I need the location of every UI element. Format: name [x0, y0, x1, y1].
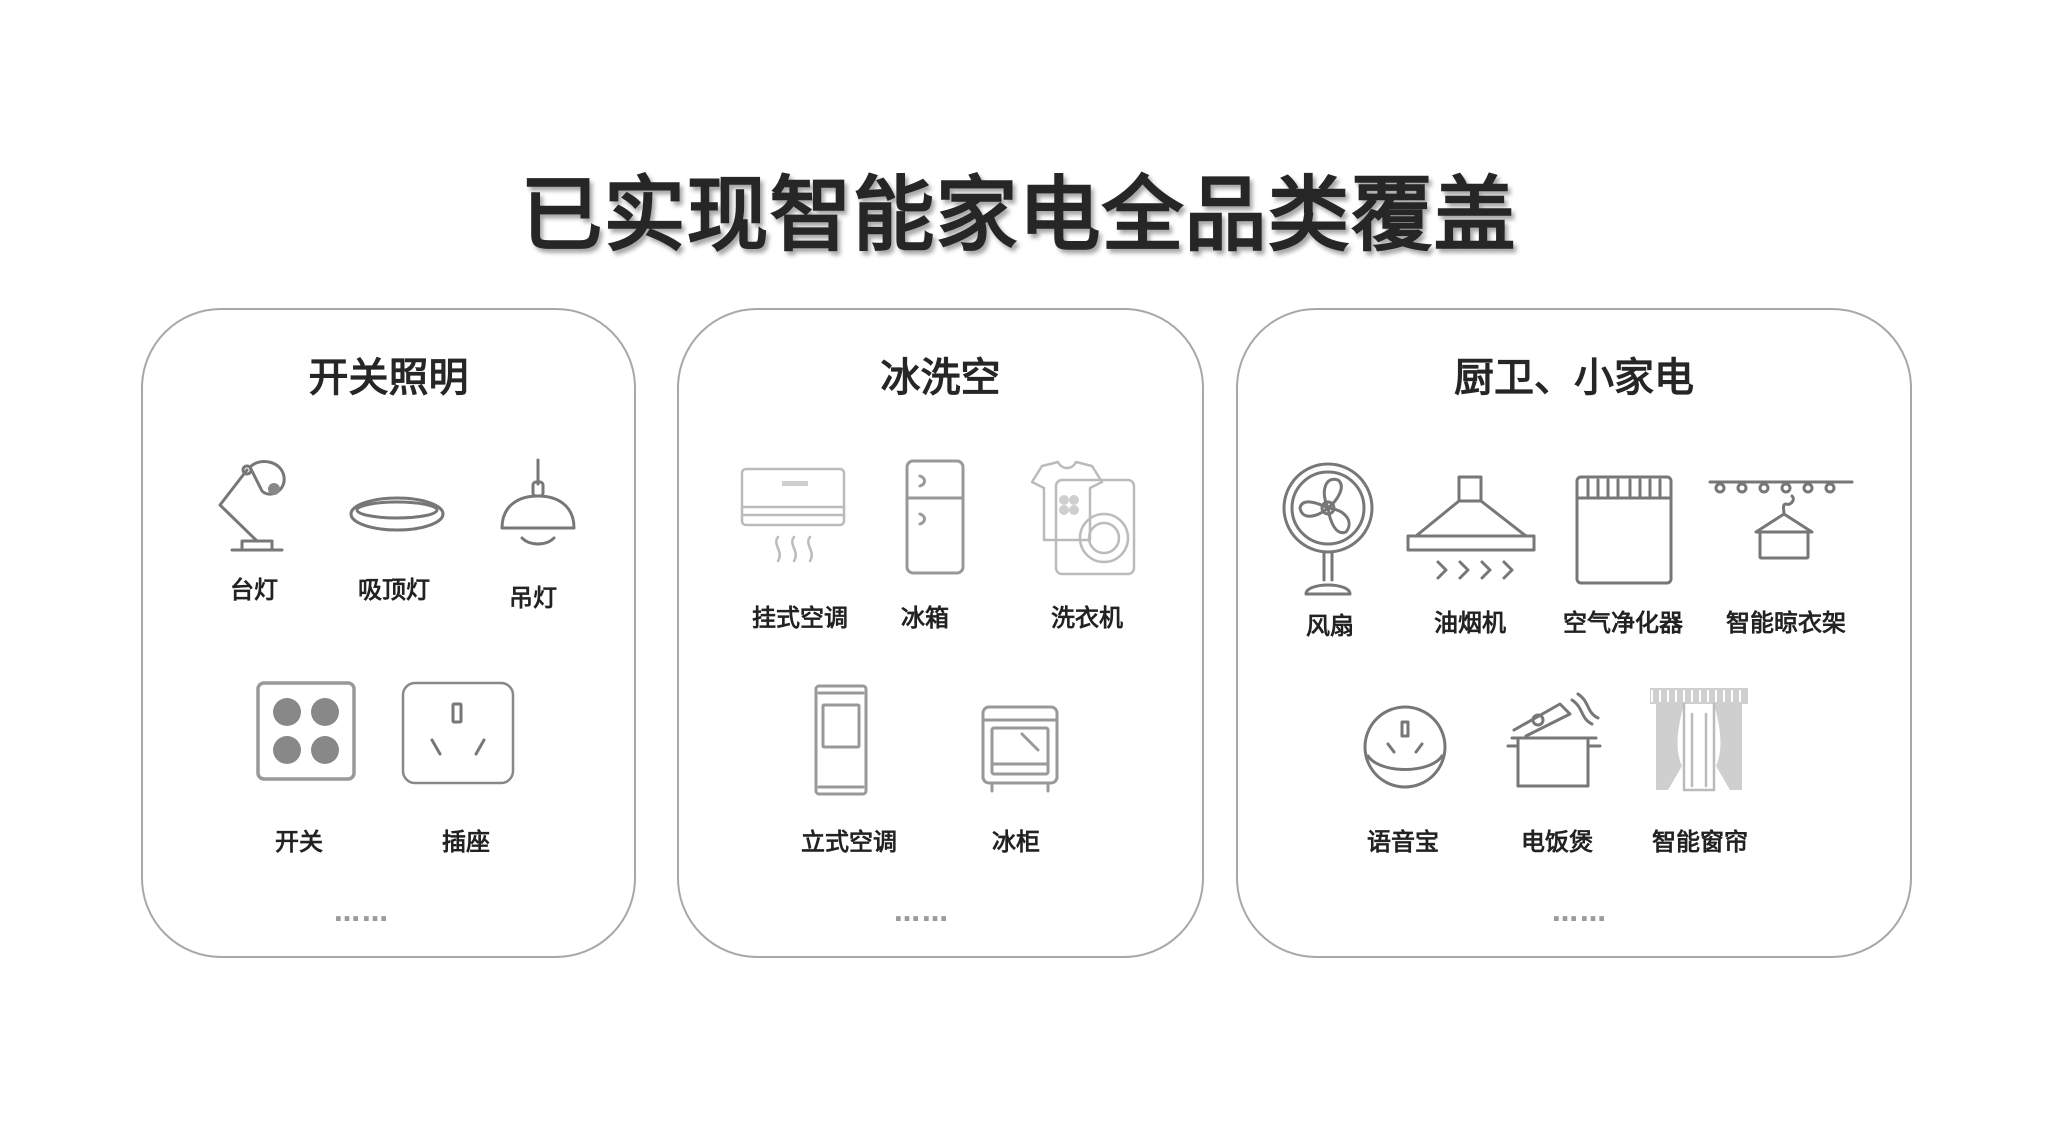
panel-fridge-washer-ac	[677, 308, 1204, 958]
drying-rack-icon	[1708, 480, 1854, 560]
desk-lamp-icon	[218, 460, 286, 552]
panel-switch-lighting	[141, 308, 636, 958]
pendant-lamp-icon	[500, 458, 576, 546]
label-socket: 插座	[442, 828, 490, 856]
label-freezer: 冰柜	[992, 828, 1040, 856]
label-desk-lamp: 台灯	[230, 576, 278, 604]
label-switch: 开关	[275, 828, 323, 856]
label-ceiling-lamp: 吸顶灯	[358, 576, 430, 604]
more-indicator: ……	[894, 898, 950, 928]
label-rice-cooker: 电饭煲	[1521, 828, 1593, 856]
label-air-purifier: 空气净化器	[1563, 609, 1683, 637]
label-refrigerator: 冰箱	[901, 604, 949, 632]
panel-kitchen-bath-small-appliances	[1236, 308, 1912, 958]
refrigerator-icon	[905, 459, 965, 575]
rice-cooker-icon	[1506, 692, 1602, 788]
label-wall-ac: 挂式空调	[752, 604, 848, 632]
floor-air-conditioner-icon	[814, 684, 868, 796]
freezer-icon	[981, 705, 1059, 793]
panel-title-fridge-washer-ac: 冰洗空	[880, 355, 1001, 401]
electric-fan-icon	[1282, 462, 1374, 596]
more-indicator: ……	[334, 898, 390, 928]
panel-title-kitchen-bath-small-appliances: 厨卫、小家电	[1454, 355, 1694, 401]
label-drying-rack: 智能晾衣架	[1726, 609, 1846, 637]
label-range-hood: 油烟机	[1434, 609, 1506, 637]
wall-air-conditioner-icon	[740, 467, 846, 563]
ceiling-lamp-icon	[349, 496, 445, 532]
power-socket-icon	[401, 681, 515, 785]
label-voice-speaker: 语音宝	[1367, 828, 1439, 856]
label-washing-machine: 洗衣机	[1051, 604, 1123, 632]
panel-title-switch-lighting: 开关照明	[308, 355, 469, 401]
washing-machine-icon	[1030, 460, 1136, 576]
smart-curtain-icon	[1650, 688, 1748, 792]
page-title: 已实现智能家电全品类覆盖	[520, 168, 1517, 263]
range-hood-icon	[1406, 475, 1536, 580]
label-fan: 风扇	[1306, 612, 1354, 640]
more-indicator: ……	[1552, 898, 1608, 928]
wall-switch-icon	[256, 681, 356, 781]
label-floor-ac: 立式空调	[801, 828, 897, 856]
label-smart-curtain: 智能窗帘	[1652, 828, 1748, 856]
air-purifier-icon	[1575, 475, 1673, 585]
label-pendant-lamp: 吊灯	[509, 584, 557, 612]
smart-speaker-icon	[1363, 705, 1447, 789]
